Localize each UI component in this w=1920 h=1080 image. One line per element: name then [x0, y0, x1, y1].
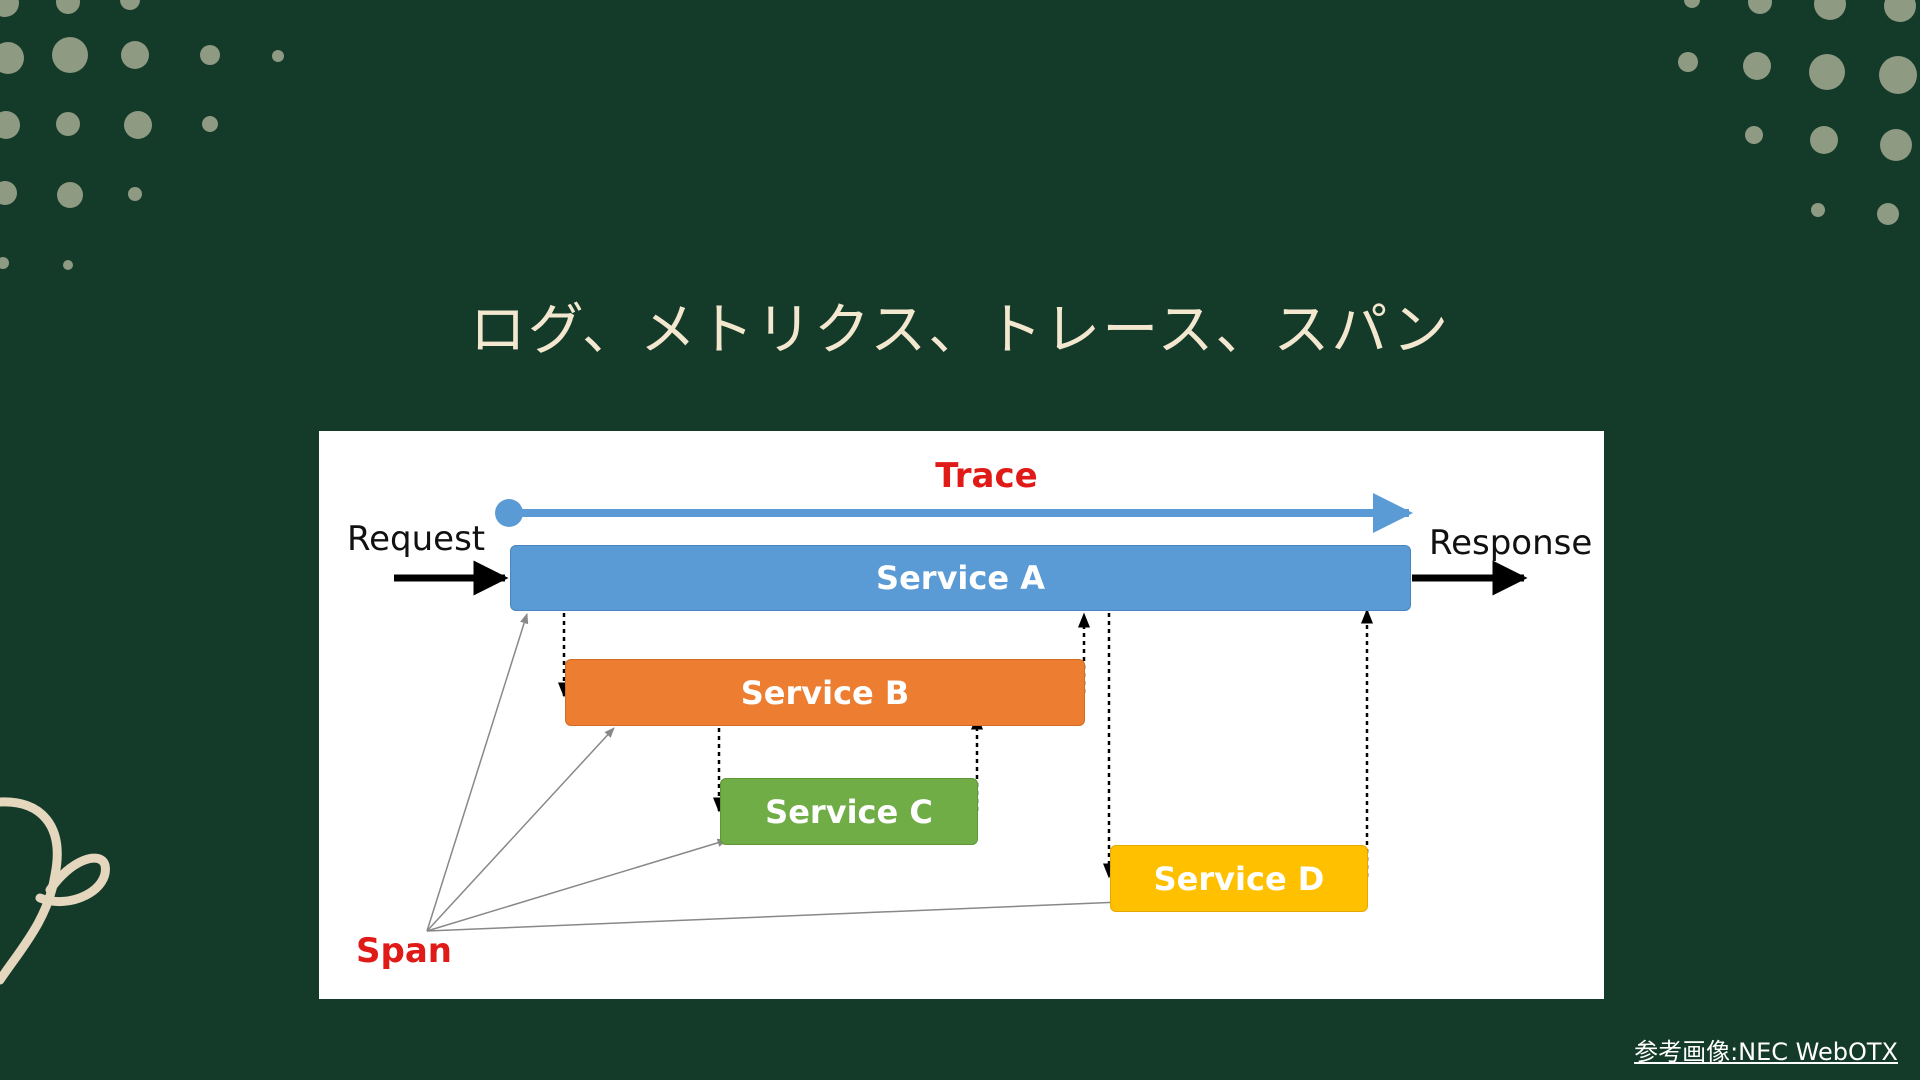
call-arrows [558, 608, 1373, 879]
span-label: Span [356, 931, 452, 971]
trace-arrow [495, 493, 1413, 533]
trace-span-diagram: Trace Request Response Span Service A Se… [319, 431, 1604, 999]
slide-title: ログ、メトリクス、トレース、スパン [469, 298, 1451, 363]
image-credit-link[interactable]: 参考画像:NEC WebOTX [1634, 1038, 1898, 1066]
dot-pattern-top-right [1678, 0, 1917, 225]
dot-pattern-top-left [0, 0, 284, 270]
service-b-box: Service B [565, 659, 1085, 726]
diagram-connectors [394, 493, 1528, 932]
service-a-box: Service A [510, 545, 1411, 611]
service-d-box: Service D [1110, 845, 1368, 912]
service-c-box: Service C [720, 778, 978, 845]
span-pointer-lines [426, 612, 1123, 932]
swirl-decoration [0, 797, 110, 985]
request-label: Request [347, 519, 486, 559]
response-label: Response [1429, 523, 1593, 563]
trace-label: Trace [935, 456, 1038, 496]
